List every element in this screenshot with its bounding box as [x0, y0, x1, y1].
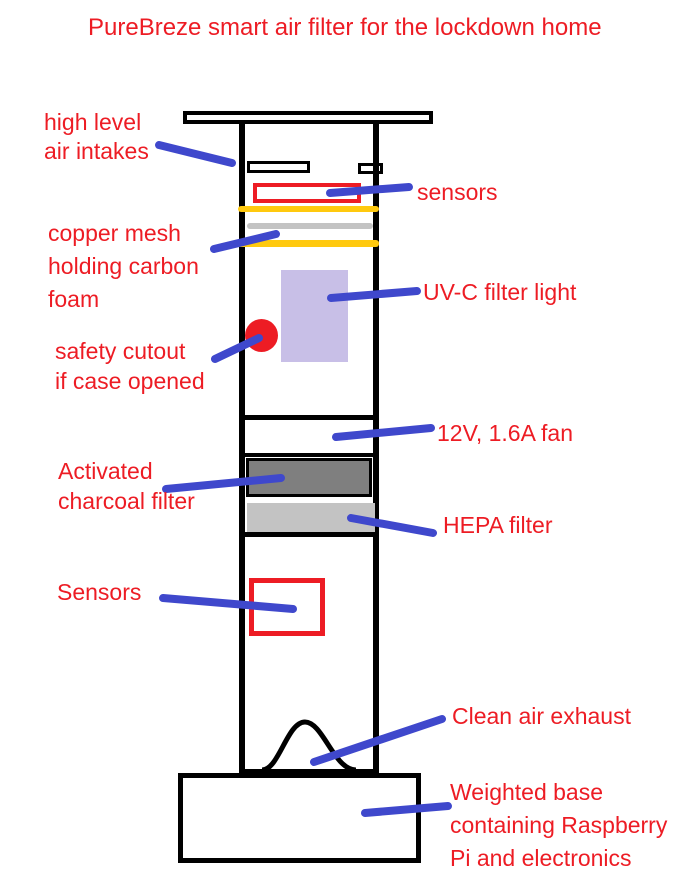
copper-mesh-bottom: [236, 240, 379, 247]
arrow-uvc-light: [327, 287, 421, 302]
label-line: HEPA filter: [443, 512, 553, 538]
arrow-exhaust: [310, 715, 446, 766]
diagram-title: PureBreze smart air filter for the lockd…: [88, 14, 602, 41]
label-line: Sensors: [57, 579, 142, 605]
tower-right-wall: [373, 122, 379, 773]
label-base: Weighted base containing Raspberry Pi an…: [450, 776, 667, 875]
label-line: foam: [48, 286, 100, 312]
uvc-light-box: [281, 270, 348, 362]
label-fan: 12V, 1.6A fan: [437, 418, 573, 448]
label-line: UV-C filter light: [423, 279, 577, 305]
arrow-sensors-bottom: [159, 594, 297, 613]
copper-mesh-top: [238, 206, 379, 212]
label-copper-mesh: copper mesh holding carbon foam: [48, 217, 199, 316]
label-sensors-top: sensors: [417, 177, 498, 207]
arrow-sensors-top: [326, 183, 413, 197]
label-line: sensors: [417, 179, 498, 205]
air-intake-left: [247, 161, 310, 173]
label-line: Clean air exhaust: [452, 703, 631, 729]
label-line: Pi and electronics: [450, 845, 632, 871]
fan-section-top-line: [241, 415, 379, 420]
label-high-intakes: high level air intakes: [44, 108, 149, 166]
arrow-base: [361, 802, 452, 817]
label-line: if case opened: [55, 368, 205, 394]
label-line: Weighted base: [450, 779, 604, 805]
tower-left-wall: [239, 122, 245, 773]
label-line: holding carbon: [48, 253, 199, 279]
arrow-fan: [332, 424, 435, 441]
arrow-charcoal: [162, 474, 285, 493]
fan-section-bottom-line: [241, 453, 379, 457]
label-charcoal: Activated charcoal filter: [58, 456, 195, 516]
label-uvc: UV-C filter light: [423, 277, 576, 307]
label-line: 12V, 1.6A fan: [437, 420, 574, 446]
hepa-bottom-line: [241, 532, 379, 537]
label-line: containing Raspberry: [450, 812, 668, 838]
arrow-safety-cutout: [211, 334, 263, 363]
arrow-high-intakes: [155, 141, 236, 167]
weighted-base-box: [178, 773, 421, 863]
arrow-hepa: [347, 514, 437, 537]
exhaust-hump-curve: [261, 719, 357, 773]
label-safety-cutout: safety cutout if case opened: [55, 336, 205, 396]
label-hepa: HEPA filter: [443, 510, 553, 540]
tower-bottom-line: [241, 769, 379, 774]
arrow-copper-mesh: [210, 230, 280, 253]
label-exhaust: Clean air exhaust: [452, 701, 631, 731]
air-intake-right: [358, 163, 383, 174]
top-cap: [183, 111, 433, 124]
label-line: air intakes: [44, 138, 149, 164]
label-line: charcoal filter: [58, 488, 195, 514]
label-sensors-bottom: Sensors: [57, 577, 141, 607]
carbon-foam-layer: [247, 223, 373, 229]
label-line: copper mesh: [48, 220, 181, 246]
label-line: high level: [44, 109, 142, 135]
label-line: Activated: [58, 458, 153, 484]
label-line: safety cutout: [55, 338, 186, 364]
